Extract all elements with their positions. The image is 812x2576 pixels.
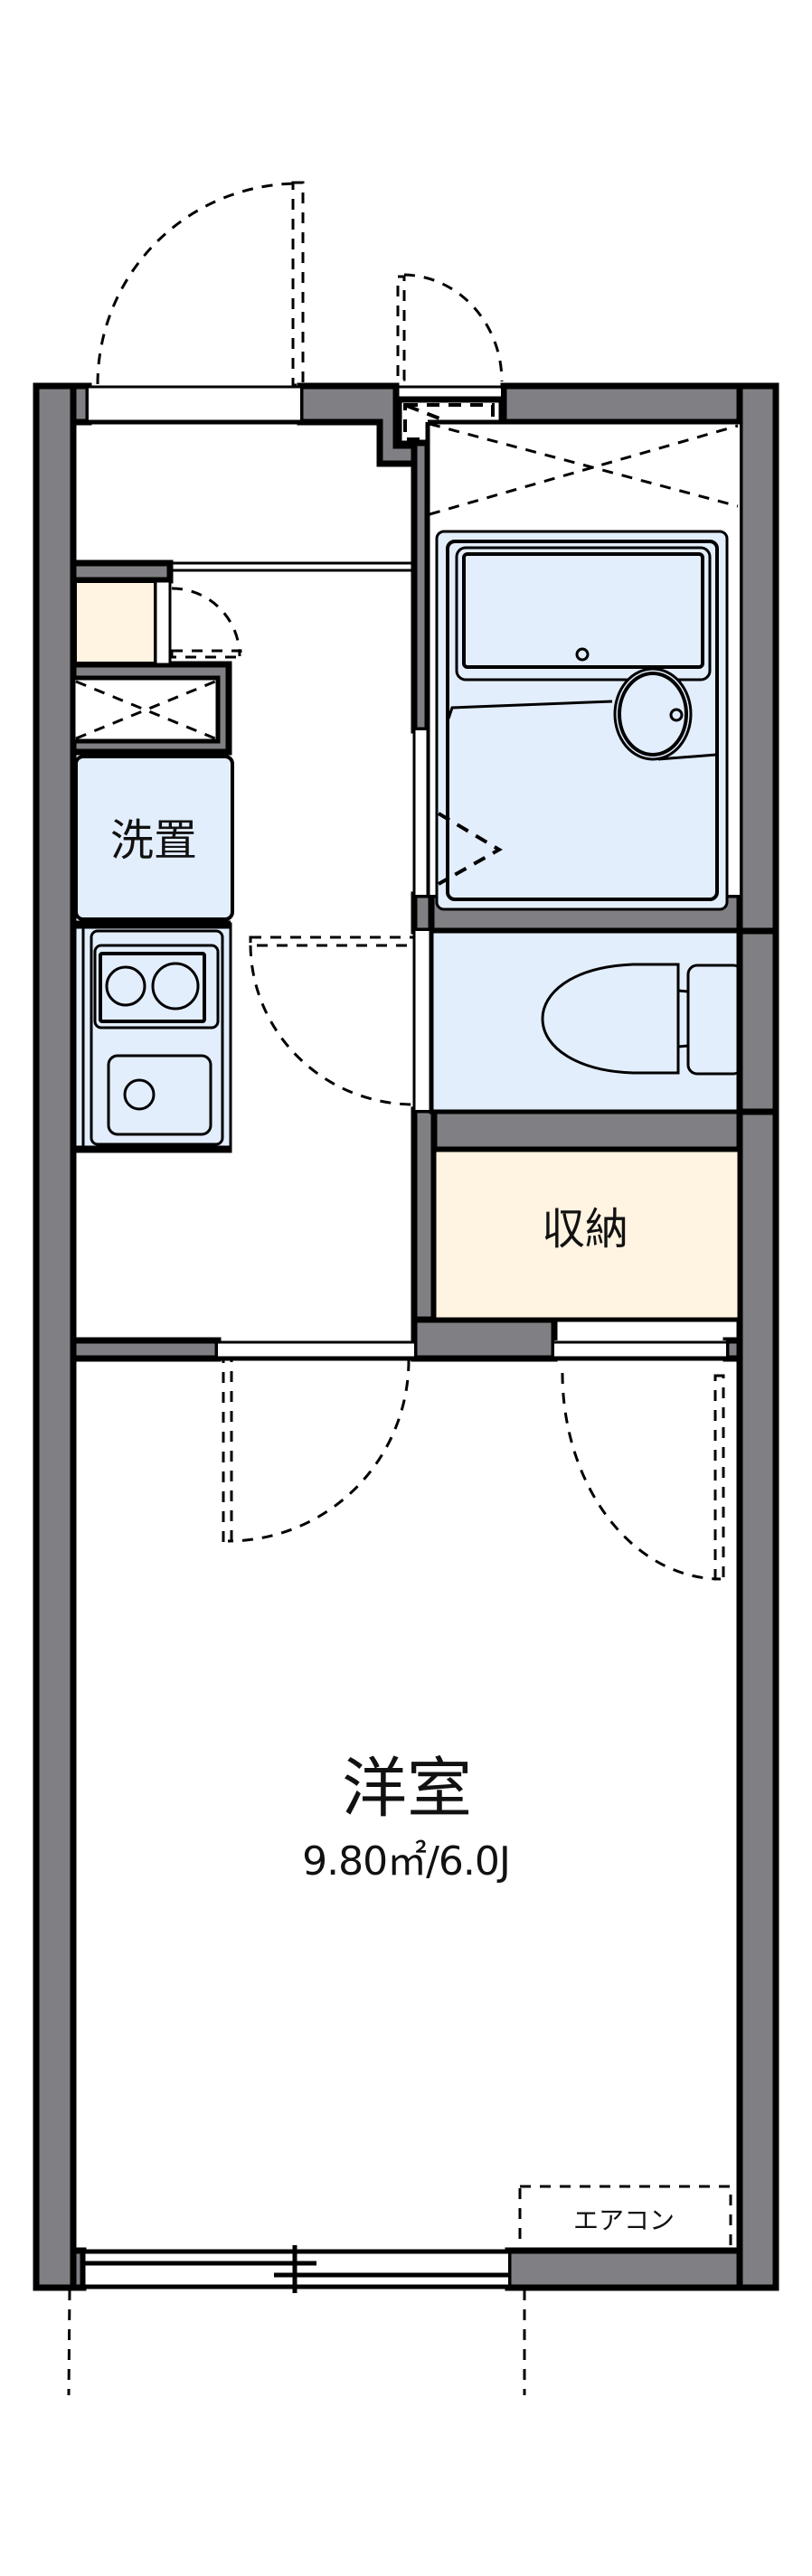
left-wall (33, 382, 77, 2291)
main-room-label: 洋室 (341, 1750, 473, 1827)
hall-rail (170, 561, 414, 572)
right-wall (736, 382, 779, 2291)
storage-closet (431, 1147, 742, 1361)
storage-label: 収納 (541, 1204, 629, 1255)
meter-box-door-swing (396, 273, 504, 382)
bathroom (412, 419, 740, 911)
main-room-area: 9.80㎡/6.0J (302, 1838, 511, 1885)
stove (93, 944, 220, 1029)
washing-machine-space (74, 755, 234, 924)
balcony-guide-lines (67, 2289, 526, 2396)
toilet-door-swing (249, 935, 416, 1106)
air-conditioner (518, 2185, 732, 2252)
storage-door-swing (561, 1372, 725, 1581)
balcony-window[interactable] (80, 2245, 508, 2293)
washer-space-label: 洗置 (109, 815, 198, 866)
toilet-room (412, 927, 779, 1115)
pipe-shaft (71, 675, 221, 744)
entrance-door (89, 385, 300, 425)
sink (107, 1054, 212, 1136)
room-door-opening (218, 1340, 414, 1361)
shoe-cabinet (73, 579, 242, 666)
room-door-swing (222, 1358, 411, 1544)
air-conditioner-label: エアコン (572, 2205, 675, 2235)
entrance-door-swing (96, 181, 305, 387)
